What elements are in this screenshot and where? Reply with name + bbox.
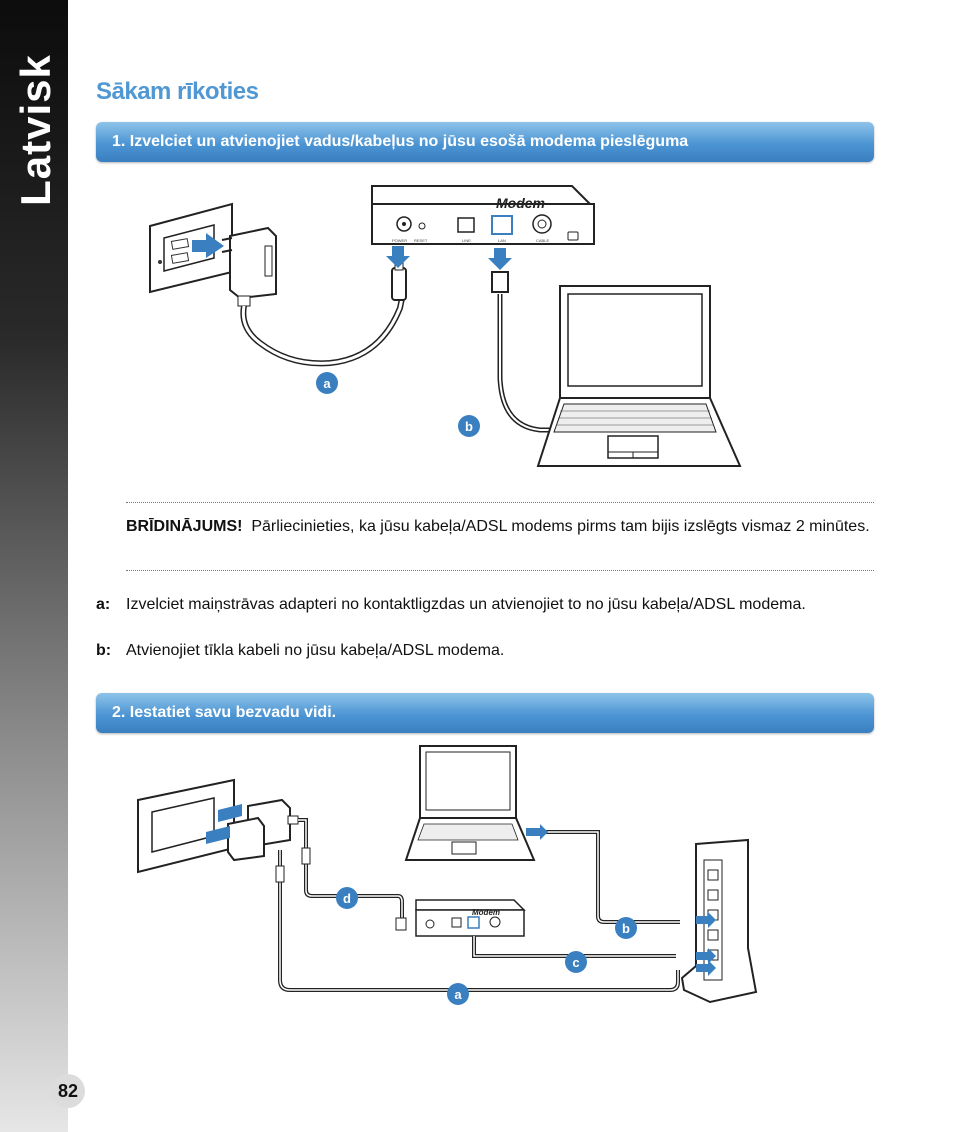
callout-c: c	[565, 951, 587, 973]
lan-plug	[491, 271, 509, 293]
instruction-b-key: b:	[96, 642, 112, 659]
step-1-label: 1. Izvelciet un atvienojiet vadus/kabeļu…	[112, 133, 689, 150]
power-adapter	[221, 226, 277, 307]
instruction-a-text: Izvelciet maiņstrāvas adapteri no kontak…	[126, 596, 806, 613]
modem-brand: Modem	[496, 195, 545, 211]
port-label-line: LINE	[462, 238, 471, 243]
warning-bottom-divider	[126, 570, 874, 571]
instruction-b-text: Atvienojiet tīkla kabeli no jūsu kabeļa/…	[126, 642, 505, 659]
figure-wireless-setup: Modem d b	[137, 745, 758, 1005]
laptop	[536, 285, 742, 467]
callout-b-2: b	[615, 917, 637, 939]
callout-a: a	[316, 372, 338, 394]
network-cable	[497, 294, 560, 433]
modem-device: Modem POWER RESET LINE LAN CABLE	[371, 185, 595, 245]
svg-text:a: a	[323, 376, 331, 391]
warning-text: Pārliecinieties, ka jūsu kabeļa/ADSL mod…	[251, 518, 870, 535]
unplug-arrow-power	[386, 246, 410, 268]
unplug-arrow	[192, 233, 224, 258]
instruction-a-key: a:	[96, 596, 111, 613]
callout-b: b	[458, 415, 480, 437]
page-title: Sākam rīkoties	[96, 78, 259, 105]
port-label-cable: CABLE	[536, 238, 549, 243]
unplug-arrow-lan	[488, 248, 512, 270]
page-number: 82	[51, 1074, 85, 1108]
port-label-reset: RESET	[414, 238, 428, 243]
language-sidebar: Latvisk	[0, 0, 68, 1132]
modem-brand-2: Modem	[472, 908, 500, 917]
laptop-2	[404, 745, 536, 861]
svg-text:b: b	[465, 419, 473, 434]
svg-text:d: d	[343, 891, 351, 906]
svg-text:a: a	[454, 987, 462, 1002]
step-2-header: 2. Iestatiet savu bezvadu vidi.	[96, 693, 874, 733]
callout-a-2: a	[447, 983, 469, 1005]
wall-outlet-2	[137, 778, 235, 874]
instruction-b: b: Atvienojiet tīkla kabeli no jūsu kabe…	[96, 640, 874, 662]
callout-d: d	[336, 887, 358, 909]
wireless-router	[680, 838, 758, 1004]
language-label: Latvisk	[12, 54, 59, 206]
warning-label: BRĪDINĀJUMS!	[126, 518, 243, 535]
warning-top-divider	[126, 502, 874, 503]
warning-block: BRĪDINĀJUMS! Pārliecinieties, ka jūsu ka…	[126, 516, 874, 538]
svg-text:b: b	[622, 921, 630, 936]
power-cable	[240, 297, 405, 367]
figure-disconnect-modem: Modem POWER RESET LINE LAN CABLE a b	[149, 185, 742, 467]
step-1-header: 1. Izvelciet un atvienojiet vadus/kabeļu…	[96, 122, 874, 162]
modem-device-2: Modem	[395, 899, 526, 937]
port-label-power: POWER	[392, 238, 407, 243]
svg-text:c: c	[572, 955, 579, 970]
port-label-lan: LAN	[498, 238, 506, 243]
power-adapters	[206, 798, 299, 862]
instruction-a: a: Izvelciet maiņstrāvas adapteri no kon…	[96, 594, 874, 616]
step-2-label: 2. Iestatiet savu bezvadu vidi.	[112, 704, 337, 721]
